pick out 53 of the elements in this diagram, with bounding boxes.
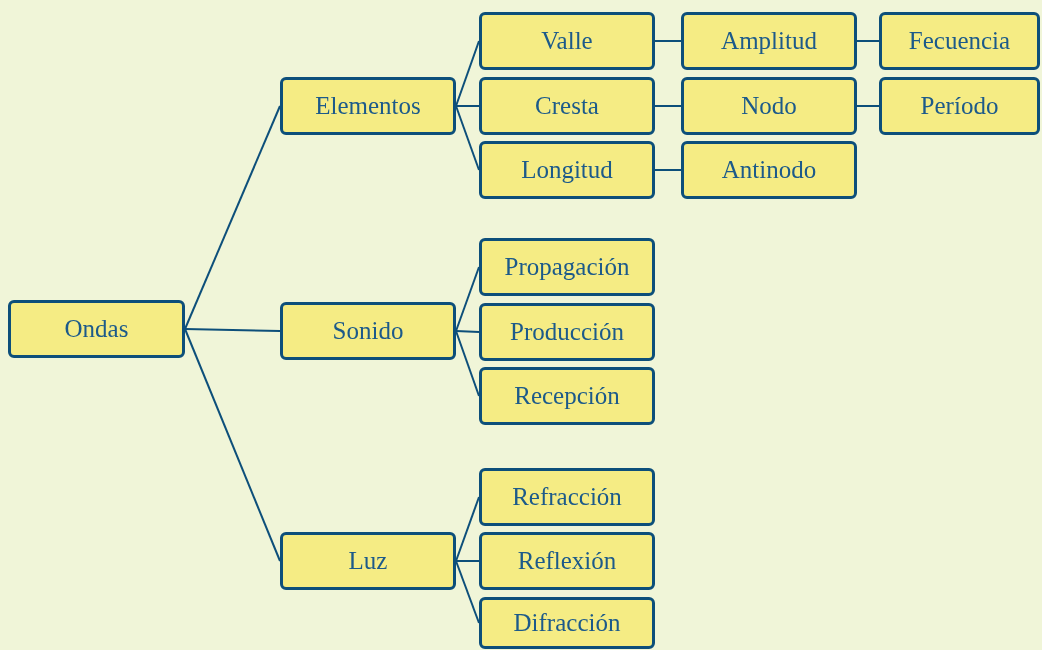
connector-line (455, 105, 480, 107)
concept-box (280, 77, 456, 135)
concept-box (280, 532, 456, 590)
concept-box (681, 77, 857, 135)
concept-box (280, 302, 456, 360)
concept-label: Ondas (64, 314, 129, 345)
concept-label: Difracción (513, 608, 621, 639)
concept-box (8, 300, 185, 358)
concept-box (479, 367, 655, 425)
connector-line (455, 496, 480, 562)
concept-box (479, 238, 655, 296)
connector-line (654, 40, 682, 42)
connector-line (455, 266, 480, 332)
connector-line (455, 560, 480, 624)
concept-box (479, 532, 655, 590)
connector-line (856, 40, 880, 42)
concept-label: Reflexión (517, 546, 617, 577)
concept-label: Valle (541, 26, 593, 57)
connector-line (455, 330, 480, 333)
connector-line (455, 560, 480, 562)
concept-box (879, 77, 1040, 135)
concept-label: Cresta (535, 91, 599, 122)
concept-box (479, 597, 655, 649)
connector-line (654, 169, 682, 171)
connector-line (856, 105, 880, 107)
concept-box (479, 468, 655, 526)
concept-box (479, 141, 655, 199)
concept-box (479, 12, 655, 70)
concept-label: Fecuencia (908, 26, 1011, 57)
concept-label: Longitud (521, 155, 613, 186)
concept-box (479, 77, 655, 135)
concept-label: Refracción (512, 482, 622, 513)
connector-line (184, 105, 281, 330)
concept-box (681, 12, 857, 70)
concept-box (681, 141, 857, 199)
concept-label: Período (920, 91, 999, 122)
concept-label: Elementos (315, 91, 421, 122)
connector-line (455, 40, 480, 107)
connector-line (455, 105, 480, 171)
concept-label: Recepción (514, 381, 620, 412)
concept-box (879, 12, 1040, 70)
concept-label: Propagación (504, 252, 630, 283)
concept-label: Sonido (332, 316, 404, 347)
connector-line (184, 328, 281, 562)
connector-line (654, 105, 682, 107)
concept-label: Nodo (741, 91, 797, 122)
concept-box (479, 303, 655, 361)
connector-line (184, 328, 281, 332)
connector-line (455, 330, 480, 397)
concept-label: Producción (510, 317, 624, 348)
concept-label: Antinodo (721, 155, 817, 186)
concept-label: Luz (348, 546, 388, 577)
concept-label: Amplitud (721, 26, 817, 57)
